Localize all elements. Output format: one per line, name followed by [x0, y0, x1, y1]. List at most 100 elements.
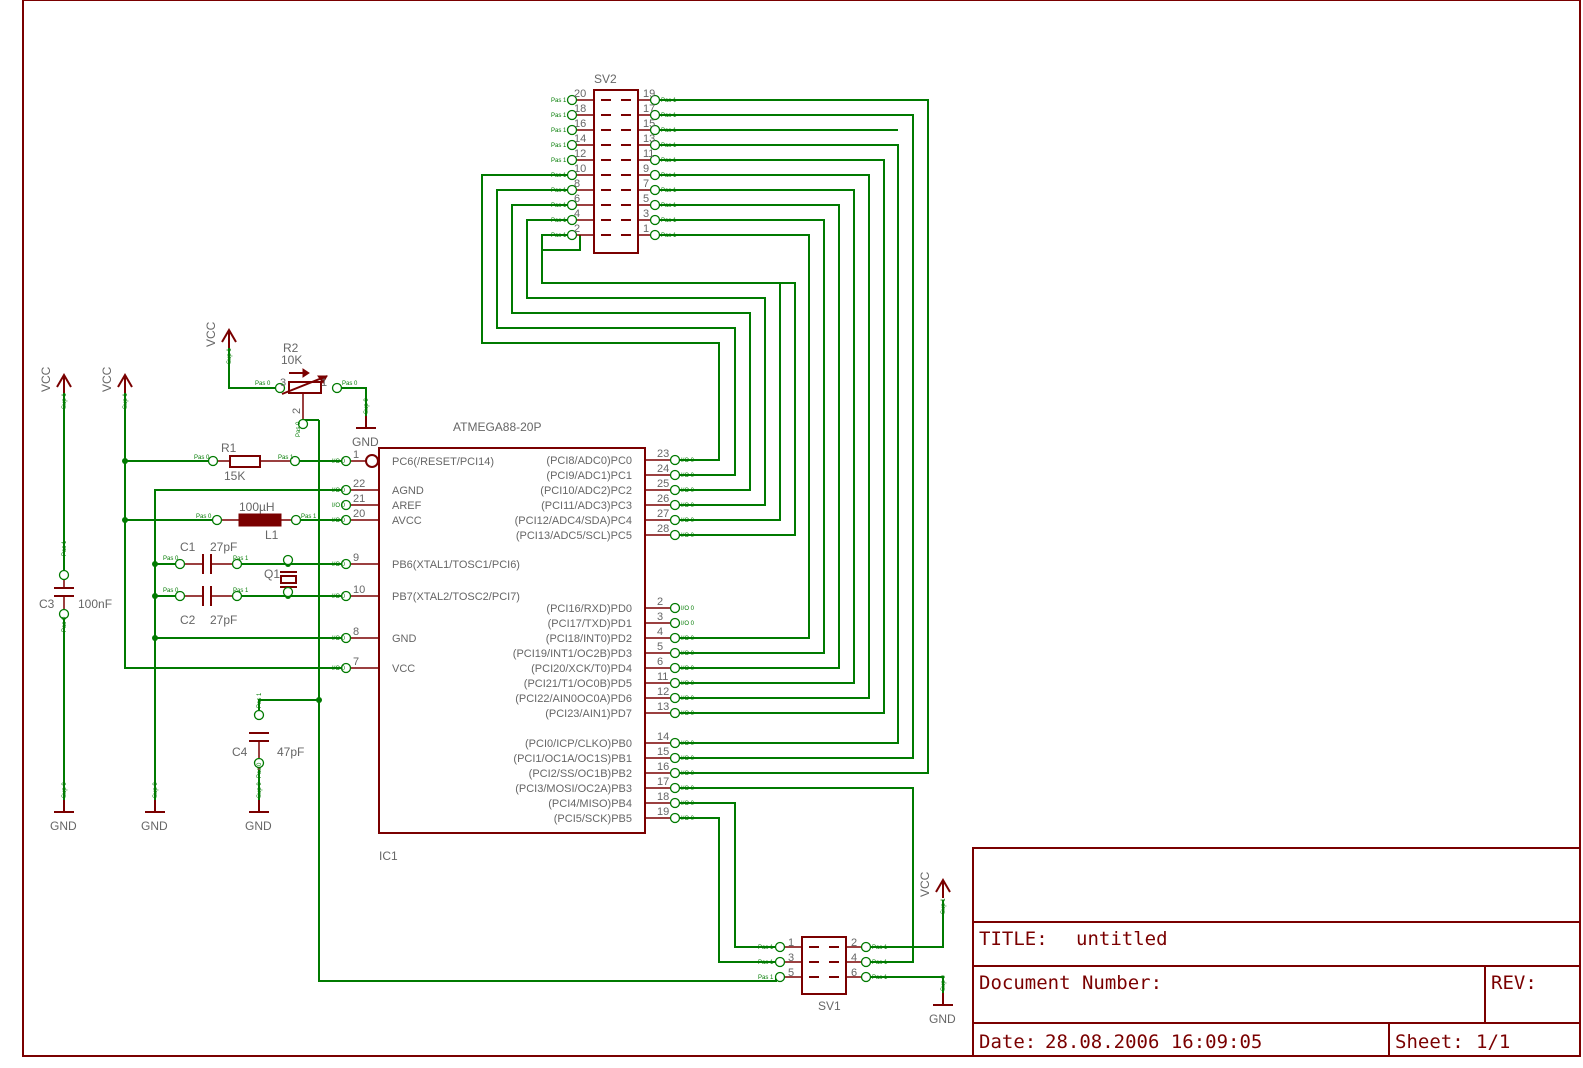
- ic1-pin-number: 10: [353, 584, 365, 596]
- ic1-pin-pad: [669, 737, 681, 749]
- pad-type-label: I/O 0: [332, 518, 346, 524]
- c3-value: 100nF: [78, 597, 112, 611]
- sv1-pin-pad: [774, 971, 786, 983]
- sv2-pin-number: 6: [574, 193, 580, 205]
- sv2-pin-number: 4: [574, 208, 580, 220]
- ic1-pin-number: 6: [657, 656, 663, 668]
- junction-dot: [152, 561, 158, 567]
- sv2-pin-number: 7: [643, 178, 649, 190]
- pad-type-label: Pas 0: [255, 381, 271, 387]
- r1-value: 15K: [224, 469, 245, 483]
- r2-pin-number: 1: [321, 377, 327, 389]
- sv1-pin-pad: [860, 956, 872, 968]
- ic1-pin-label: AGND: [392, 485, 424, 497]
- ic1-pin-number: 12: [657, 686, 669, 698]
- pad-type-label: I/O 0: [681, 681, 695, 687]
- pad-type-label: I/O 0: [681, 696, 695, 702]
- r2-pad: [274, 382, 286, 394]
- sv1-pin-number: 1: [788, 937, 794, 949]
- rev-label: REV:: [1491, 972, 1537, 994]
- wire-vcc-rail: [124, 393, 342, 669]
- sv2-pin-pad: [566, 169, 578, 181]
- c1-name: C1: [180, 540, 196, 554]
- date-value: 28.08.2006 16:09:05: [1045, 1031, 1262, 1053]
- pad-type-label: Pas 1: [551, 113, 567, 119]
- wire-isp-miso: [675, 802, 776, 948]
- ic1-pin-label: (PCI20/XCK/T0)PD4: [531, 663, 632, 675]
- r2-arrow-head: [317, 375, 328, 384]
- ic1-pin-pad: [669, 469, 681, 481]
- pad-type-label: I/O 0: [681, 711, 695, 717]
- ic1-pin-pad: [669, 692, 681, 704]
- c4-pad: [253, 709, 265, 721]
- sv2-pin-number: 13: [643, 133, 655, 145]
- document-number-label: Document Number:: [979, 972, 1162, 994]
- ic1-pin-label: (PCI21/T1/OC0B)PD5: [524, 678, 632, 690]
- pad-type-label: Sup 1: [227, 348, 233, 364]
- ic1-pin-number: 22: [353, 478, 365, 490]
- pad-type-label: I/O 0: [332, 459, 346, 465]
- wire-port-d: [660, 174, 870, 699]
- sv2-pin-pad: [649, 109, 661, 121]
- wire-port-c: [496, 189, 736, 476]
- ic1-pin-pad: [340, 632, 352, 644]
- wire-vcc-r2: [228, 340, 280, 389]
- sv2-pin-pad: [649, 184, 661, 196]
- ic1-pin-label: (PCI4/MISO)PB4: [548, 798, 632, 810]
- sv2-pin-number: 5: [643, 193, 649, 205]
- pad-type-label: I/O 0: [681, 801, 695, 807]
- pad-type-label: Sup 0: [62, 782, 68, 798]
- sheet-value: 1/1: [1476, 1031, 1510, 1053]
- sv1-pin-pad: [774, 941, 786, 953]
- ic1-pin-pad: [340, 590, 352, 602]
- q1-pad: [282, 554, 294, 566]
- ic1-pin-pad: [340, 558, 352, 570]
- pad-type-label: Pas 1: [233, 556, 249, 562]
- pad-type-label: I/O 0: [332, 562, 346, 568]
- pad-type-label: I/O 0: [681, 816, 695, 822]
- ic1-pin-number: 21: [353, 493, 365, 505]
- wire-isp-mosi: [675, 787, 914, 963]
- sv1-name: SV1: [818, 999, 841, 1013]
- sv2-pin-pad: [649, 154, 661, 166]
- c1-pad: [231, 558, 243, 570]
- pad-type-label: I/O 0: [681, 621, 695, 627]
- r2-arrow: [281, 375, 328, 395]
- sv2-pin-pad: [649, 169, 661, 181]
- sv2-pin-number: 1: [643, 223, 649, 235]
- sv1-pin-pad: [774, 956, 786, 968]
- pad-type-label: I/O 0: [681, 458, 695, 464]
- gnd-label: GND: [929, 1012, 956, 1026]
- ic1-pin-number: 25: [657, 478, 669, 490]
- c2-name: C2: [180, 613, 196, 627]
- sv2-pin-number: 9: [643, 163, 649, 175]
- sv2-pin-pad: [566, 124, 578, 136]
- pad-type-label: Pas 0: [296, 421, 302, 437]
- wire-port-d: [660, 159, 885, 714]
- wire-port-c: [481, 174, 720, 461]
- pad-type-label: I/O 0: [332, 488, 346, 494]
- r2-body: [288, 381, 322, 394]
- ic1-pin-number: 14: [657, 731, 669, 743]
- ic1-pin-number: 4: [657, 626, 663, 638]
- l1-pad: [290, 514, 302, 526]
- sv2-pin-number: 10: [574, 163, 586, 175]
- pad-type-label: I/O 0: [332, 636, 346, 642]
- pad-type-label: I/O 0: [332, 503, 346, 509]
- pad-type-label: Sup 0: [153, 782, 159, 798]
- ic1-pin-pad: [669, 632, 681, 644]
- pad-type-label: Pas 1: [661, 128, 677, 134]
- pad-type-label: I/O 0: [332, 666, 346, 672]
- sv1-pin-number: 5: [788, 967, 794, 979]
- pad-type-label: Sup 1: [62, 393, 68, 409]
- junction-dot: [122, 458, 128, 464]
- wire-r2-gnd: [337, 387, 367, 420]
- l1-body: [238, 513, 282, 527]
- sv1-pin-pad: [860, 971, 872, 983]
- ic1-pin-pad: [669, 499, 681, 511]
- ic1-pin-pad: [669, 602, 681, 614]
- pad-type-label: I/O 0: [681, 636, 695, 642]
- sv2-pin-number: 15: [643, 118, 655, 130]
- gnd-label: GND: [352, 435, 379, 449]
